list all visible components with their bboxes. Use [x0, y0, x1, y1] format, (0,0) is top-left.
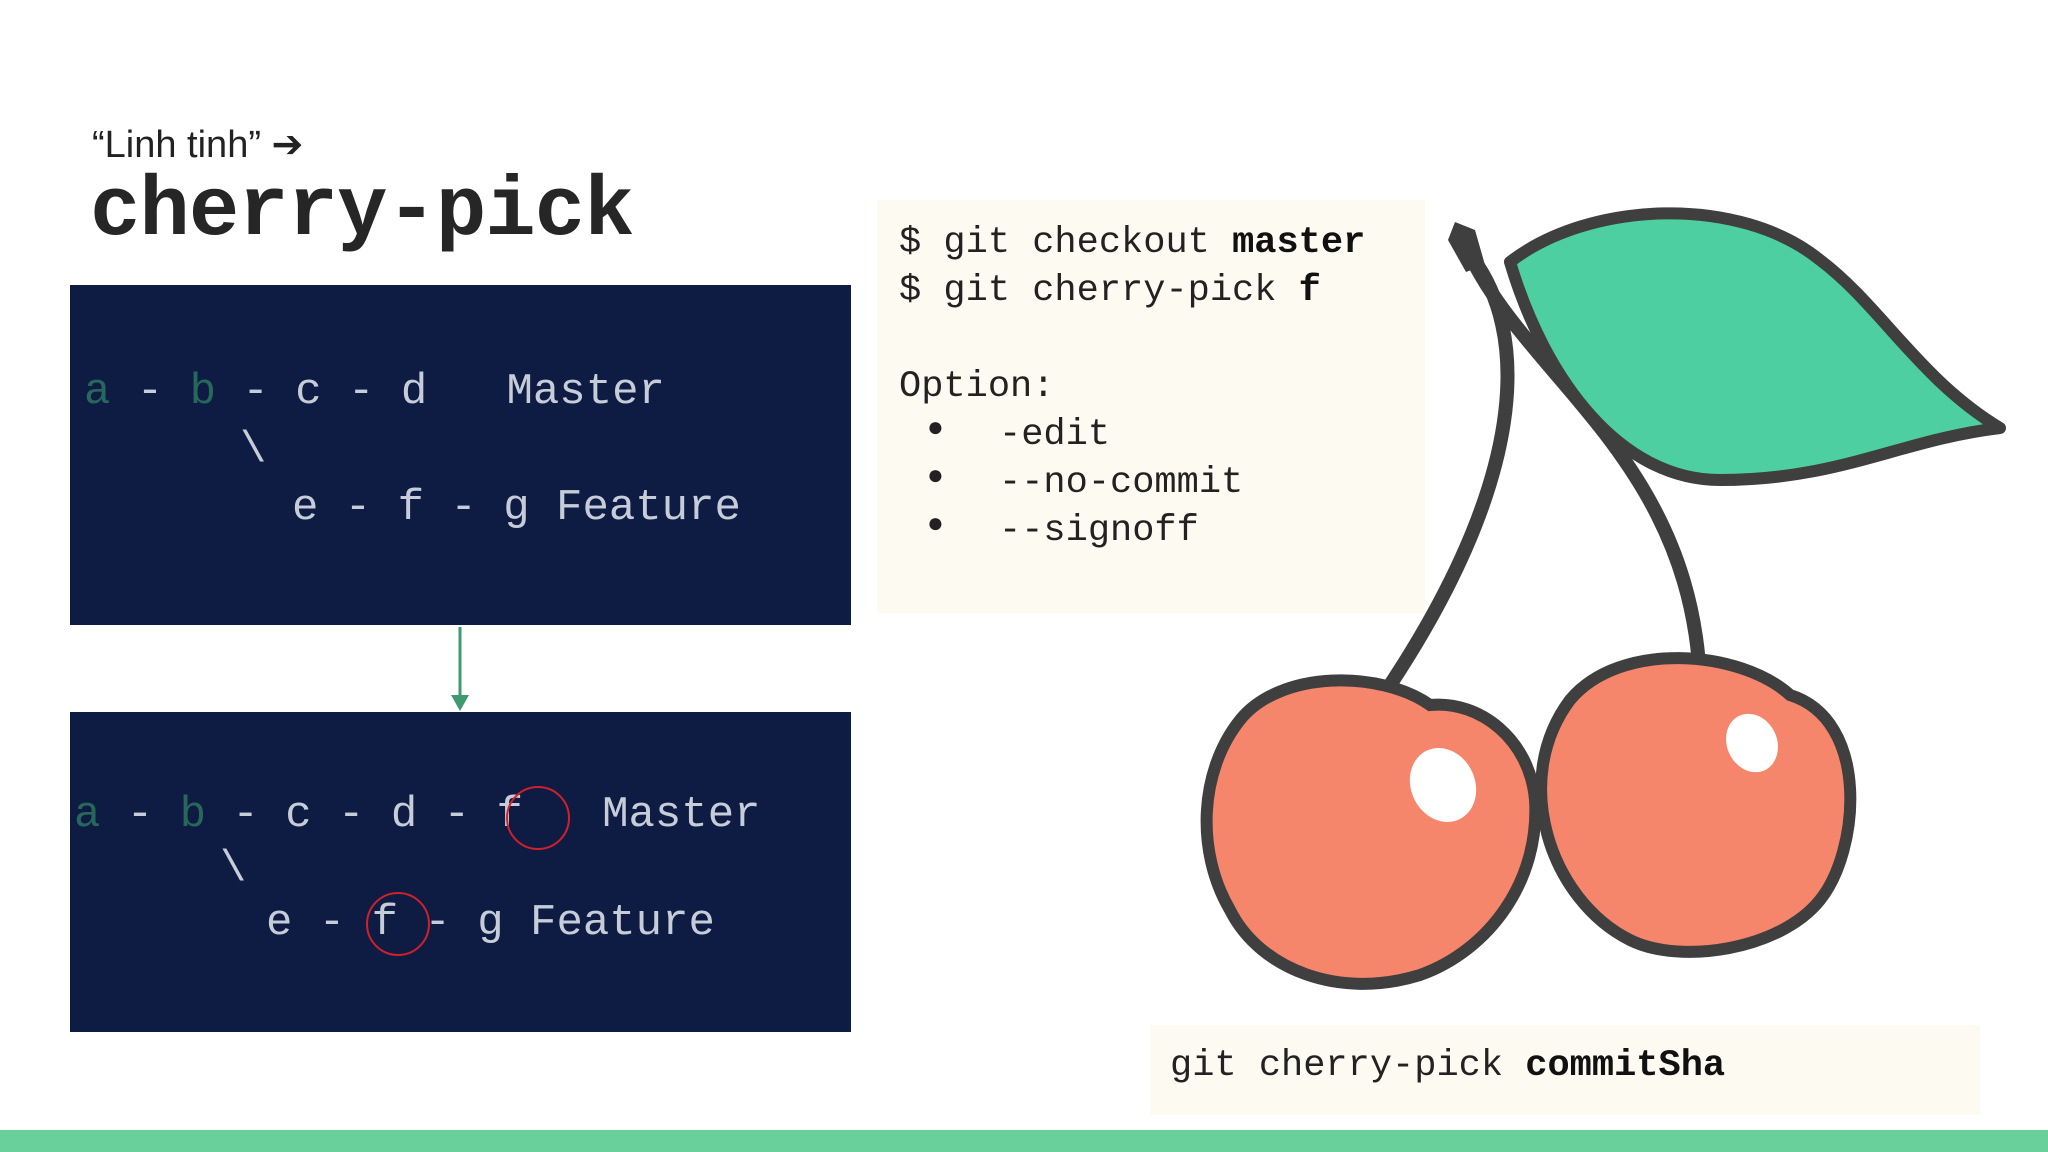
before-master-rest: - c - d Master — [216, 367, 665, 417]
before-master-line: a - b - c - d Master — [84, 367, 665, 417]
after-master-line: a - b - c - d - f Master — [74, 790, 761, 840]
command-checkout: $ git checkout master — [899, 222, 1366, 264]
before-feature-line: e - f - g Feature — [292, 483, 741, 533]
bullet: ● — [927, 414, 944, 445]
option-item: --no-commit — [999, 462, 1244, 504]
commit-a: a — [84, 367, 111, 417]
cherry-illustration — [1200, 207, 2006, 990]
highlight-circle-feature-f — [366, 892, 430, 956]
after-branch-slash: \ — [220, 844, 247, 894]
before-graph-panel: a - b - c - d Master \ e - f - g Feature — [70, 285, 851, 625]
before-branch-slash: \ — [240, 425, 267, 475]
options-label: Option: — [899, 366, 1055, 408]
after-master-rest: - c - d - f Master — [206, 790, 761, 840]
commit-a: a — [74, 790, 101, 840]
slide-subtitle: “Linh tinh” ➔ — [92, 124, 304, 166]
option-item: -edit — [999, 414, 1111, 456]
commit-b: b — [179, 790, 207, 840]
after-feature-line: e - f - g Feature — [266, 898, 715, 948]
bullet: ● — [927, 510, 944, 541]
usage-box: git cherry-pick commitSha — [1150, 1025, 1980, 1115]
slide-title: cherry-pick — [90, 165, 634, 260]
highlight-circle-master-f — [506, 786, 570, 850]
commit-b: b — [189, 367, 217, 417]
command-cherry-pick: $ git cherry-pick f — [899, 270, 1321, 312]
down-arrow-icon — [451, 627, 469, 711]
bottom-accent-bar — [0, 1130, 2048, 1152]
option-item: --signoff — [999, 510, 1199, 552]
command-box: $ git checkout master $ git cherry-pick … — [877, 200, 1425, 613]
after-graph-panel: a - b - c - d - f Master \ e - f - g Fea… — [70, 712, 851, 1032]
bullet: ● — [927, 462, 944, 493]
usage-command: git cherry-pick commitSha — [1170, 1045, 1726, 1087]
